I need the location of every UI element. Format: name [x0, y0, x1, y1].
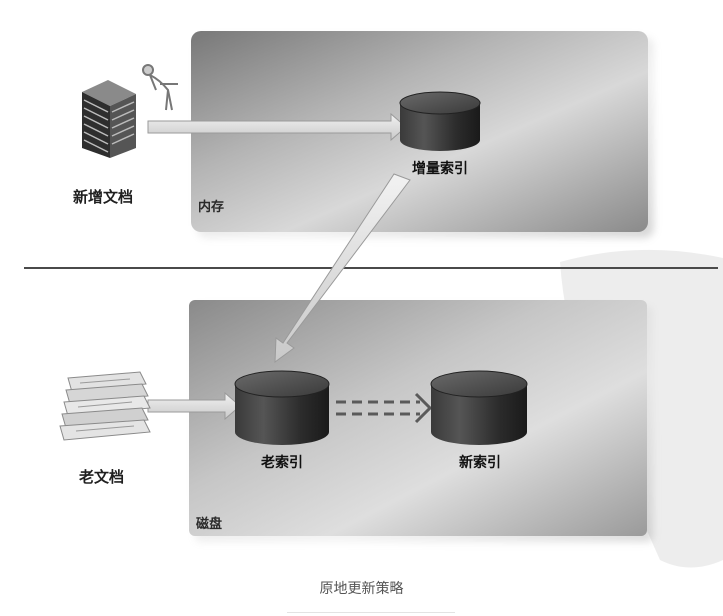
- caption-underline: [287, 612, 455, 613]
- old-index-label: 老索引: [261, 455, 303, 471]
- new-index-cylinder: [430, 370, 528, 445]
- old-documents-icon: [59, 371, 151, 441]
- new-documents-icon: [82, 64, 178, 158]
- old-documents-label: 老文档: [79, 468, 125, 486]
- incremental-index-label: 增量索引: [412, 161, 468, 177]
- figure-caption: 原地更新策略: [319, 581, 404, 597]
- dashed-arrow-old-to-new-index: [336, 392, 433, 424]
- memory-region-label: 内存: [198, 200, 225, 215]
- worker-figure: [142, 64, 178, 111]
- arrow-incremental-to-old-index: [274, 173, 411, 364]
- arrow-new-docs-to-incremental-index: [147, 112, 407, 142]
- new-documents-label: 新增文档: [73, 188, 134, 206]
- disk-region-label: 磁盘: [196, 517, 223, 532]
- incremental-index-cylinder: [399, 91, 481, 151]
- arrow-old-docs-to-old-index: [147, 391, 241, 421]
- new-index-label: 新索引: [459, 455, 501, 471]
- old-index-cylinder: [234, 370, 330, 445]
